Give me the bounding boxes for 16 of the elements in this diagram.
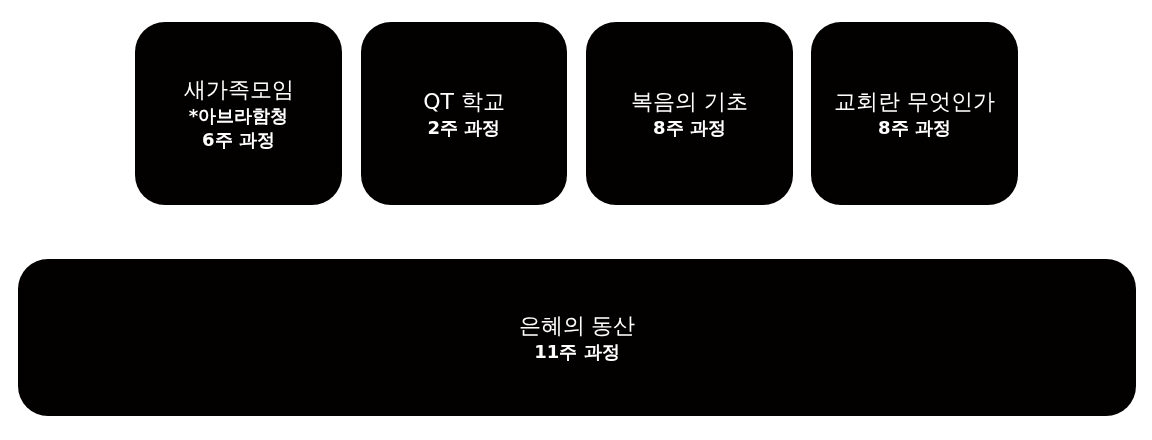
course-title: 은혜의 동산 <box>518 311 636 340</box>
course-detail: 2주 과정 <box>427 115 501 140</box>
course-detail: 6주 과정 <box>202 127 275 152</box>
course-box <box>586 22 793 205</box>
course-box <box>361 22 567 205</box>
course-box <box>18 259 1136 416</box>
course-box <box>135 22 342 205</box>
course-title: QT 학교 <box>423 87 505 116</box>
course-detail: 11주 과정 <box>534 339 620 364</box>
course-detail: 8주 과정 <box>653 115 726 140</box>
course-title: 새가족모임 <box>183 75 294 104</box>
course-detail: *아브라함청 <box>188 103 289 128</box>
course-title: 교회란 무엇인가 <box>834 87 995 116</box>
course-box <box>811 22 1018 205</box>
course-title: 복음의 기초 <box>631 87 748 116</box>
course-detail: 8주 과정 <box>878 115 951 140</box>
